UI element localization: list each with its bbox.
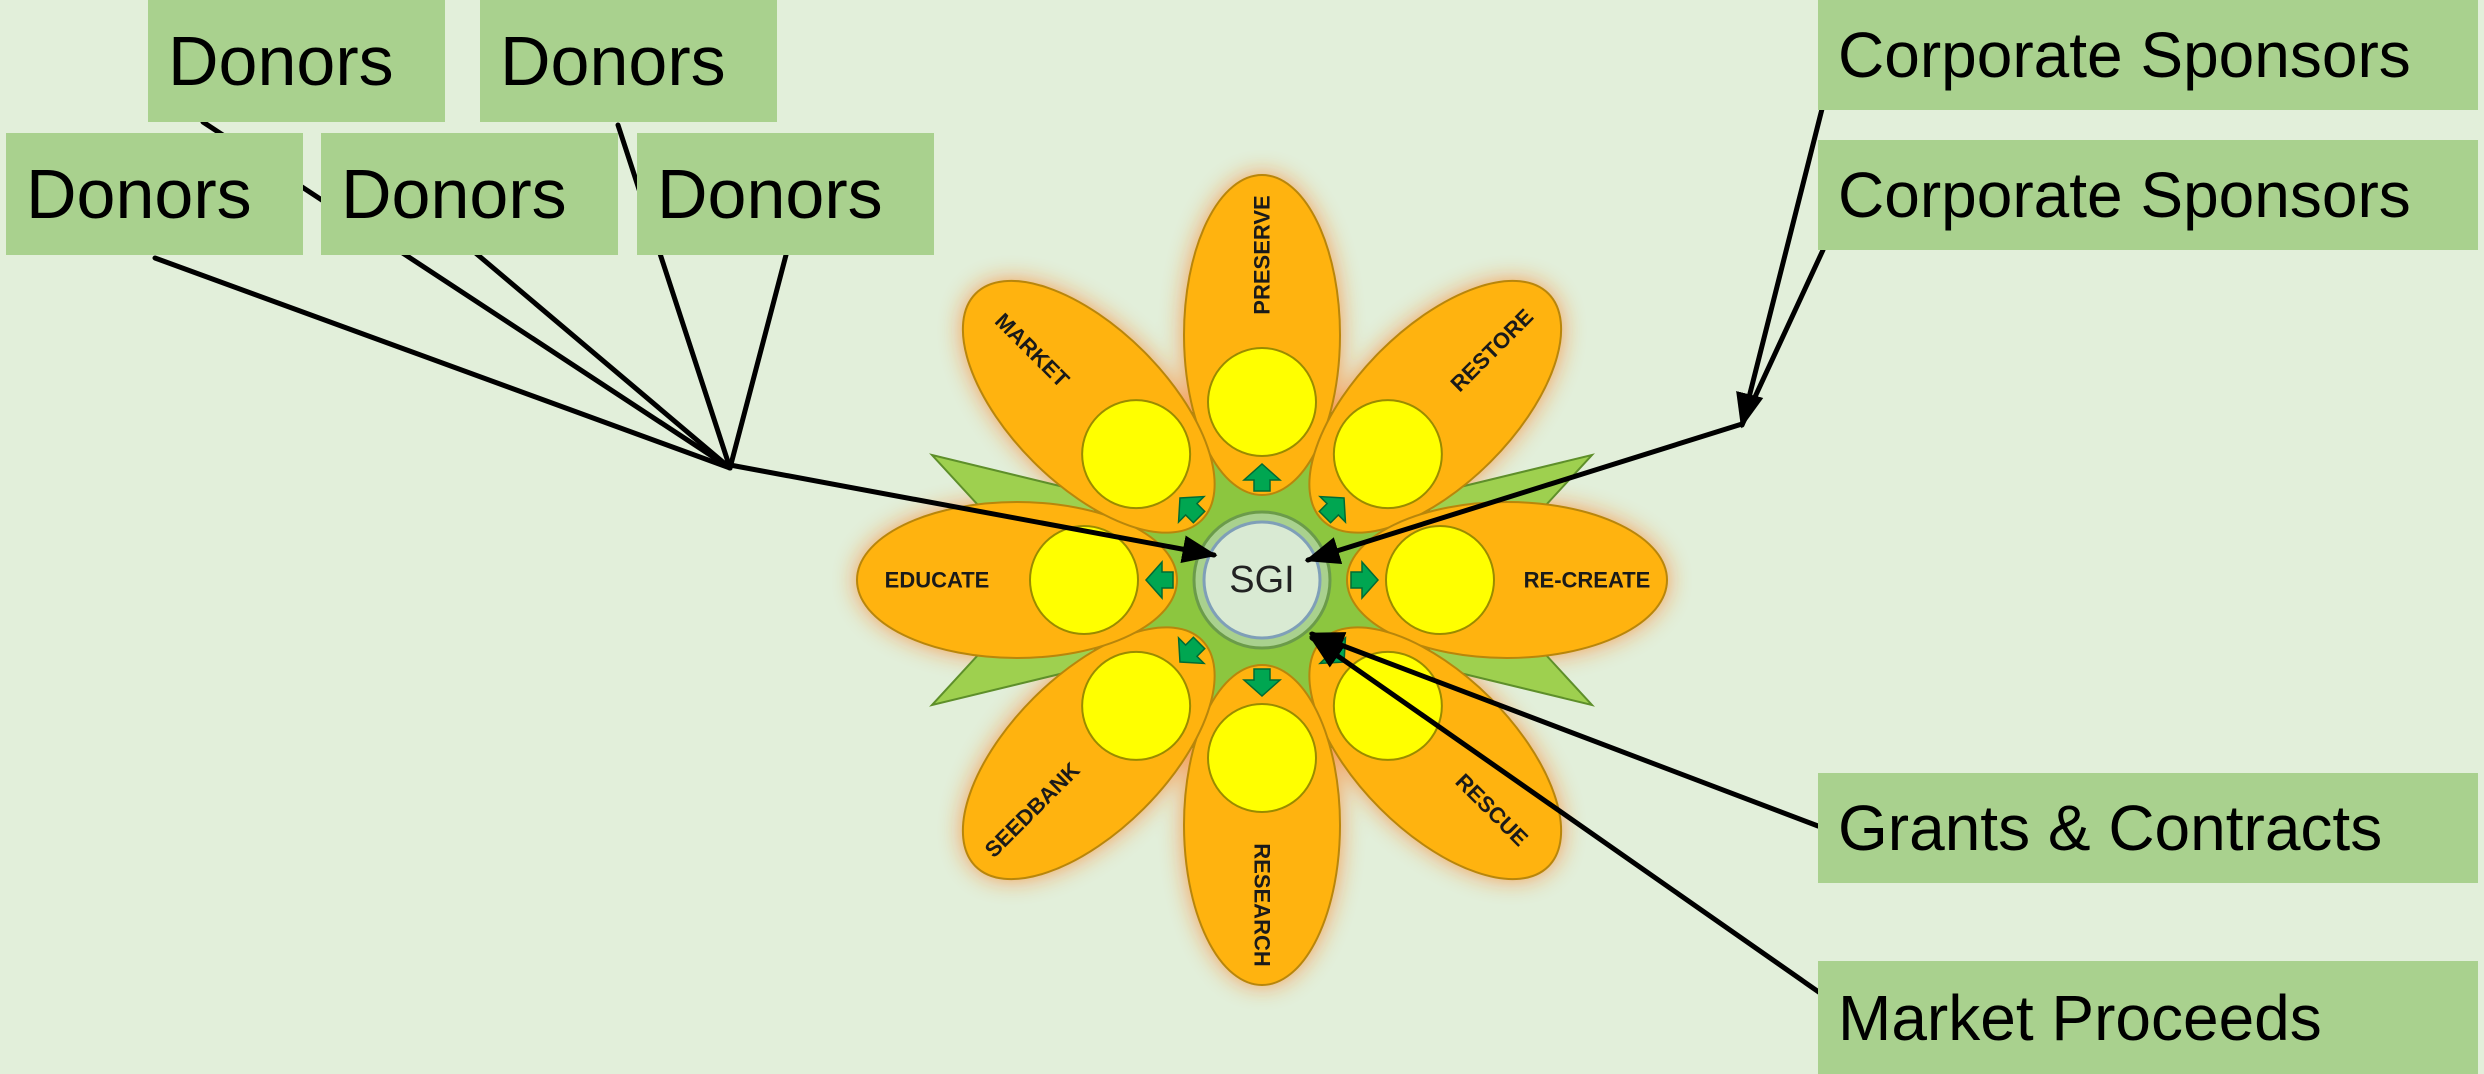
flower: PRESERVE RESTORE RE-CREATE RESCUE RESEAR… bbox=[856, 174, 1668, 986]
donor-line-1 bbox=[152, 255, 733, 471]
corporate-sponsors-box-1: Corporate Sponsors bbox=[1818, 0, 2478, 110]
donor-label-1: Donors bbox=[168, 22, 394, 100]
donor-box-2: Donors bbox=[480, 0, 777, 122]
petal-label-research: RESEARCH bbox=[1250, 843, 1275, 966]
grants-contracts-label: Grants & Contracts bbox=[1838, 792, 2383, 864]
donor-line-5 bbox=[727, 252, 789, 471]
donor-box-5: Donors bbox=[637, 133, 934, 255]
petal-market: MARKET bbox=[961, 279, 1216, 534]
donor-label-5: Donors bbox=[657, 155, 883, 233]
petal-re-create: RE-CREATE bbox=[1346, 501, 1668, 659]
corporate-sponsors-label-1: Corporate Sponsors bbox=[1838, 19, 2411, 91]
donor-label-3: Donors bbox=[26, 155, 252, 233]
center-label: SGI bbox=[1229, 559, 1294, 601]
market-proceeds-box: Market Proceeds bbox=[1818, 961, 2478, 1074]
donor-label-4: Donors bbox=[341, 155, 567, 233]
corporate-line-1 bbox=[1736, 102, 1826, 429]
corporate-line-2 bbox=[1739, 247, 1826, 428]
petal-research: RESEARCH bbox=[1183, 664, 1341, 986]
petal-label-re-create: RE-CREATE bbox=[1524, 568, 1651, 593]
donor-line-3 bbox=[469, 247, 733, 471]
petal-label-educate: EDUCATE bbox=[885, 568, 990, 593]
donor-to-sgi-arrow bbox=[727, 462, 1218, 564]
corporate-sponsors-label-2: Corporate Sponsors bbox=[1838, 159, 2411, 231]
market-to-sgi-arrow bbox=[1309, 635, 1826, 998]
petal-seedbank: SEEDBANK bbox=[961, 626, 1216, 881]
center-node bbox=[1202, 520, 1322, 640]
petal-educate: EDUCATE bbox=[856, 501, 1178, 659]
market-proceeds-label: Market Proceeds bbox=[1838, 981, 2322, 1054]
grants-contracts-box: Grants & Contracts bbox=[1818, 773, 2478, 883]
petal-preserve: PRESERVE bbox=[1183, 174, 1341, 496]
grants-to-sgi-arrow bbox=[1308, 631, 1821, 829]
donor-box-4: Donors bbox=[321, 133, 618, 255]
donor-box-1: Donors bbox=[148, 0, 445, 122]
corporate-sponsors-box-2: Corporate Sponsors bbox=[1818, 140, 2478, 250]
donor-label-2: Donors bbox=[500, 22, 726, 100]
donor-line-4 bbox=[615, 122, 733, 471]
petal-restore: RESTORE bbox=[1308, 279, 1563, 534]
petal-label-preserve: PRESERVE bbox=[1250, 195, 1275, 314]
donor-box-3: Donors bbox=[6, 133, 303, 255]
corporate-to-sgi-arrow bbox=[1304, 421, 1745, 564]
